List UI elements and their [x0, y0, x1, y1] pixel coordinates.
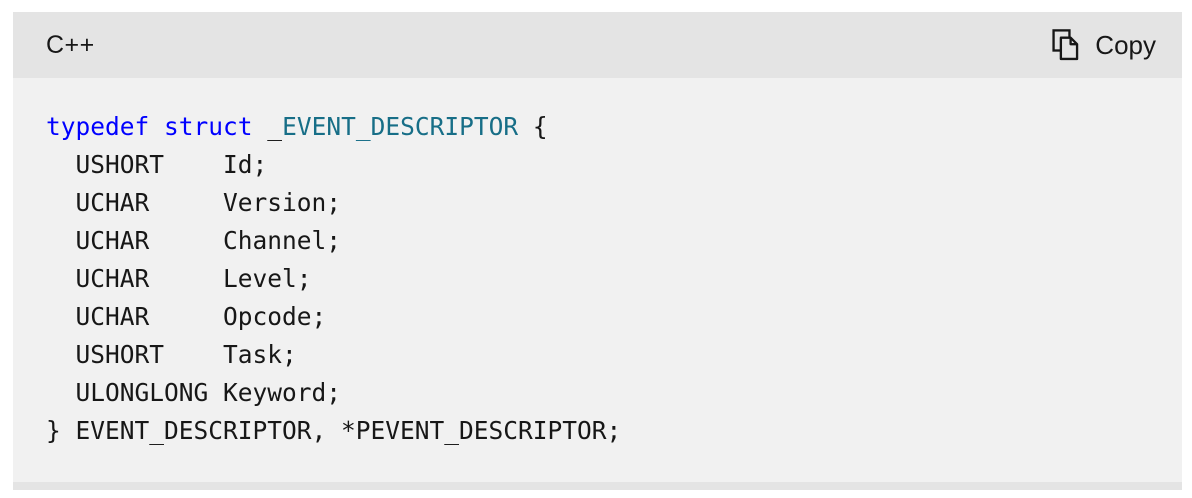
- code-block: C++ Copy typedef struct _EVENT_DESCRIPTO…: [13, 12, 1182, 490]
- code-block-header: C++ Copy: [13, 12, 1182, 78]
- copy-button[interactable]: Copy: [1048, 27, 1156, 63]
- horizontal-scrollbar-track[interactable]: [13, 482, 1182, 490]
- code-body: typedef struct _EVENT_DESCRIPTOR { USHOR…: [13, 78, 1182, 482]
- copy-button-label: Copy: [1095, 29, 1156, 60]
- code-content: typedef struct _EVENT_DESCRIPTOR { USHOR…: [46, 112, 622, 445]
- language-label: C++: [46, 30, 95, 59]
- copy-pages-icon: [1048, 27, 1082, 63]
